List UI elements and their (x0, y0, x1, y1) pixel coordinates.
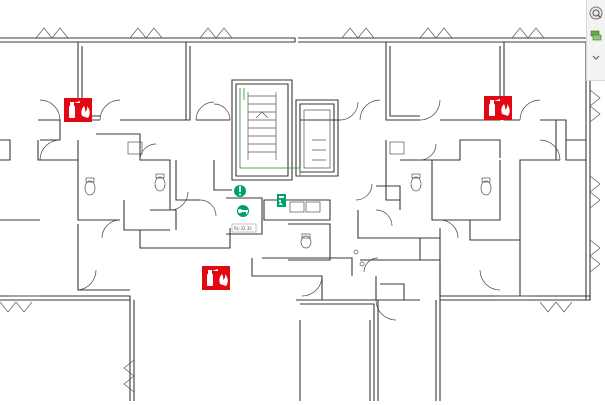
layers-icon (590, 30, 602, 41)
fire-extinguisher-sign-right[interactable] (484, 96, 512, 120)
exit-icon (278, 196, 284, 205)
zoom-wheel-icon (589, 6, 603, 20)
navigation-bar (586, 0, 605, 81)
chevron-down-icon (592, 55, 600, 60)
interior-walls (0, 42, 586, 401)
zoom-wheel-button[interactable] (589, 6, 603, 20)
fire-key-box[interactable] (237, 205, 249, 217)
level-annotation: RL:32.35 (231, 223, 257, 233)
nav-options-button[interactable] (589, 50, 603, 64)
layers-button[interactable] (589, 28, 603, 42)
alarm-point-icon (239, 186, 241, 196)
fire-extinguisher-icon (489, 99, 510, 116)
fire-extinguisher-icon (69, 101, 90, 118)
fire-extinguisher-sign-left[interactable] (64, 98, 92, 122)
door-swings (39, 99, 561, 321)
fire-alarm-call-point[interactable] (234, 185, 246, 197)
key-icon (238, 209, 248, 214)
stair-treads (247, 92, 331, 169)
window-markers (0, 27, 601, 393)
escape-route (239, 88, 301, 176)
fire-extinguisher-sign-center[interactable] (202, 266, 230, 290)
level-label: RL:32.35 (234, 226, 252, 231)
sanitary-fixtures (84, 141, 492, 267)
fire-extinguisher-icon (207, 269, 228, 286)
emergency-exit-sign[interactable] (277, 194, 286, 207)
